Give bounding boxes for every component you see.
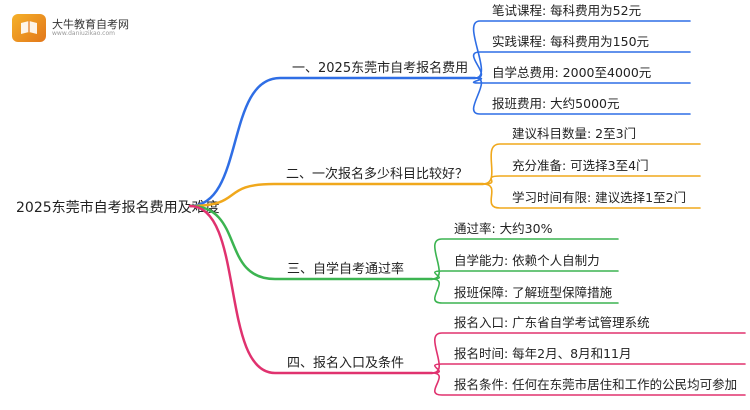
branch-3-label: 三、自学自考通过率 xyxy=(287,261,404,277)
logo-name: 大牛教育自考网 xyxy=(52,17,129,31)
branch-4-label: 四、报名入口及条件 xyxy=(287,355,404,371)
branch-1-connector xyxy=(188,76,477,208)
branch-4-child-2-connector xyxy=(431,363,746,374)
book-logo-icon xyxy=(12,14,46,42)
branch-1-child-2-connector xyxy=(472,51,691,79)
branch-2-child-3-connector xyxy=(482,183,701,209)
branch-1-child-3-connector xyxy=(472,77,691,84)
branch-4-child-1-connector xyxy=(431,332,746,374)
branch-1-child-4-label: 报班费用: 大约5000元 xyxy=(492,96,620,111)
branch-3-child-2-connector xyxy=(431,270,619,280)
root-node-label: 2025东莞市自考报名费用及难度 xyxy=(16,199,220,216)
branch-1-child-2-label: 实践课程: 每科费用为150元 xyxy=(492,34,649,49)
branch-4-child-3-label: 报名条件: 任何在东莞市居住和工作的公民均可参加 xyxy=(454,377,737,392)
branch-2-child-2-label: 充分准备: 可选择3至4门 xyxy=(512,158,649,173)
branch-3-child-3-connector xyxy=(431,278,619,304)
logo-url: www.daniuzikao.com xyxy=(52,29,115,37)
branch-2-child-1-connector xyxy=(482,143,701,185)
site-logo: 大牛教育自考网 www.daniuzikao.com xyxy=(12,14,129,42)
branch-1-label: 一、2025东莞市自考报名费用 xyxy=(292,60,468,76)
branch-2-child-3-label: 学习时间有限: 建议选择1至2门 xyxy=(512,190,686,205)
branch-3-child-1-label: 通过率: 大约30% xyxy=(454,221,553,236)
branch-4-child-3-connector xyxy=(431,372,746,396)
branch-1-child-1-connector xyxy=(472,20,691,79)
branch-1-child-4-connector xyxy=(472,77,691,115)
branch-4-connector xyxy=(188,204,434,375)
branch-2-child-2-connector xyxy=(482,175,701,185)
branch-1-child-1-label: 笔试课程: 每科费用为52元 xyxy=(492,3,641,18)
branch-1-child-3-label: 自学总费用: 2000至4000元 xyxy=(492,65,651,80)
branch-4-child-1-label: 报名入口: 广东省自学考试管理系统 xyxy=(454,315,650,330)
branch-3-child-2-label: 自学能力: 依赖个人自制力 xyxy=(454,253,600,268)
branch-2-child-1-label: 建议科目数量: 2至3门 xyxy=(512,126,636,141)
branch-2-connector xyxy=(188,182,485,208)
branch-2-label: 二、一次报名多少科目比较好？ xyxy=(286,166,468,182)
branch-3-connector xyxy=(188,204,434,281)
branch-4-child-2-label: 报名时间: 每年2月、8月和11月 xyxy=(454,346,632,361)
branch-3-child-3-label: 报班保障: 了解班型保障措施 xyxy=(454,285,613,300)
branch-3-child-1-connector xyxy=(431,238,619,280)
